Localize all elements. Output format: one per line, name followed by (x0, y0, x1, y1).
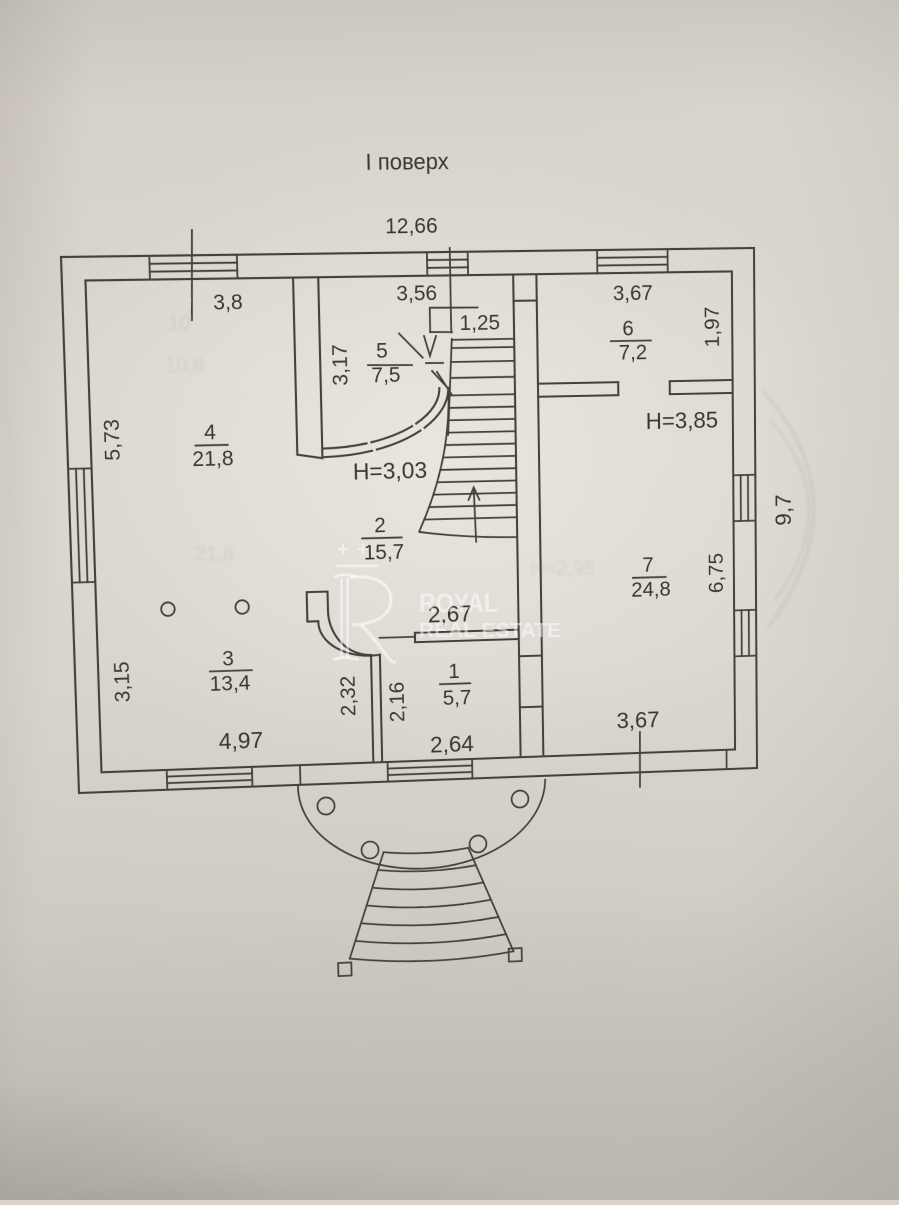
svg-text:10,8: 10,8 (165, 355, 204, 377)
svg-text:ROYAL: ROYAL (419, 588, 498, 618)
svg-text:REAL ESTATE: REAL ESTATE (419, 620, 561, 642)
svg-text:10: 10 (168, 313, 190, 335)
svg-text:Н=2,95: Н=2,95 (530, 558, 595, 580)
svg-text:21,8: 21,8 (195, 543, 234, 565)
